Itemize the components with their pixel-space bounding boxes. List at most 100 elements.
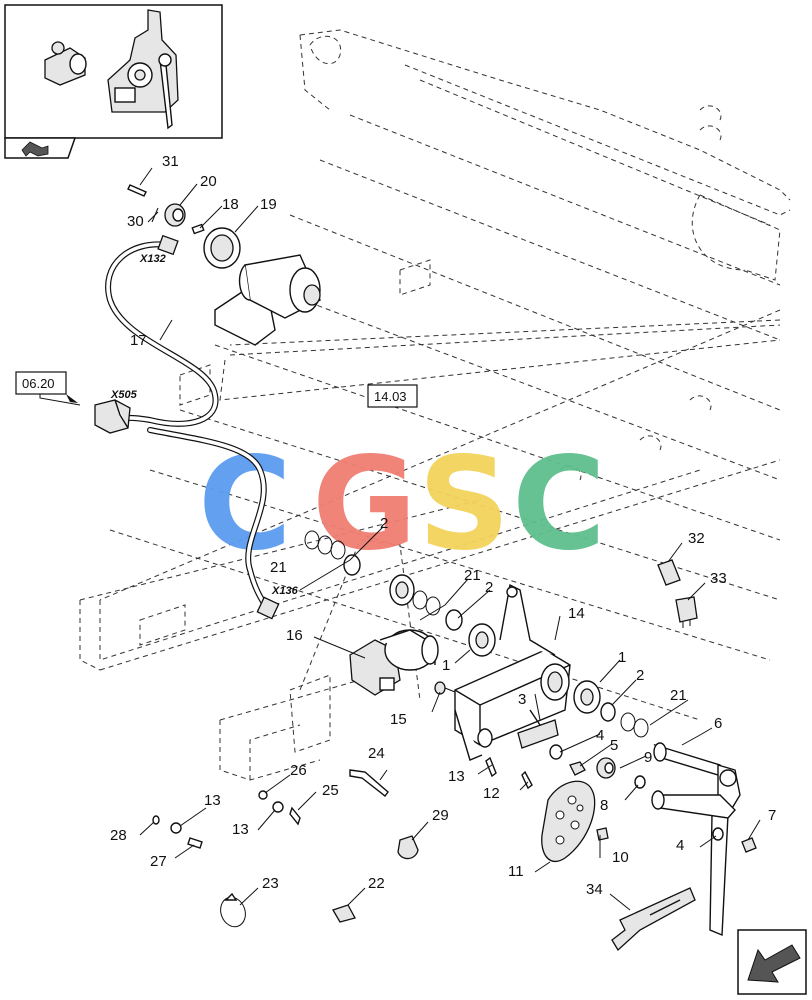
main-housing-14 bbox=[454, 583, 571, 761]
rivet-24 bbox=[349, 769, 389, 797]
nut-7 bbox=[741, 837, 757, 853]
callout-21-middle: 21 bbox=[464, 567, 481, 584]
ring-gauge-19 bbox=[203, 227, 241, 269]
cable-tie-23 bbox=[220, 892, 246, 928]
callout-2-left: 2 bbox=[380, 515, 388, 532]
inset-assembly-drawing bbox=[107, 9, 179, 130]
callout-8: 8 bbox=[600, 797, 608, 814]
bushing-20 bbox=[164, 203, 186, 227]
inset-sensor-drawing bbox=[44, 41, 87, 86]
callout-18: 18 bbox=[222, 196, 239, 213]
connector-x505-plug bbox=[94, 399, 131, 434]
part-callouts: 31 20 30 18 19 17 2 21 21 2 14 16 1 1 2 … bbox=[110, 153, 776, 898]
snap-rings-21-right bbox=[600, 702, 649, 738]
bearing-1-left bbox=[468, 623, 496, 657]
bolt-25 bbox=[289, 806, 301, 826]
callout-21-right: 21 bbox=[670, 687, 687, 704]
callout-25: 25 bbox=[322, 782, 339, 799]
callout-2-right: 2 bbox=[636, 667, 644, 684]
washer-13-lower bbox=[272, 801, 284, 813]
washer-4 bbox=[549, 744, 563, 760]
sensor-disk-11 bbox=[541, 780, 596, 863]
callout-3: 3 bbox=[518, 691, 526, 708]
callout-21-left: 21 bbox=[270, 559, 287, 576]
clamp-22 bbox=[332, 904, 356, 923]
arrow-down-left-icon bbox=[747, 944, 801, 983]
reference-box-1403[interactable]: 14.03 bbox=[367, 384, 418, 408]
watermark-letter-4: C bbox=[512, 430, 606, 579]
callout-31: 31 bbox=[162, 153, 179, 170]
relay-33 bbox=[675, 596, 698, 628]
callout-23: 23 bbox=[262, 875, 279, 892]
relay-32 bbox=[657, 559, 681, 586]
plate-3 bbox=[517, 709, 559, 749]
nut-10 bbox=[596, 827, 609, 841]
snap-rings-21-middle bbox=[412, 590, 463, 631]
callout-12: 12 bbox=[483, 785, 500, 802]
callout-33: 33 bbox=[710, 570, 727, 587]
callout-13-center: 13 bbox=[448, 768, 465, 785]
callout-1-right: 1 bbox=[618, 649, 626, 666]
callout-7: 7 bbox=[768, 807, 776, 824]
bolt-15 bbox=[434, 681, 456, 695]
callout-34: 34 bbox=[586, 881, 603, 898]
plate-34 bbox=[611, 887, 696, 952]
arrow-curve-icon[interactable] bbox=[21, 141, 49, 157]
bolt-27 bbox=[187, 837, 203, 849]
wiring-harness bbox=[94, 234, 280, 620]
callout-5: 5 bbox=[610, 737, 618, 754]
callout-15: 15 bbox=[390, 711, 407, 728]
callout-30: 30 bbox=[127, 213, 144, 230]
screw-12 bbox=[521, 770, 533, 790]
svg-text:06.20: 06.20 bbox=[22, 376, 55, 391]
callout-13-far: 13 bbox=[204, 792, 221, 809]
connector-x136-plug bbox=[256, 596, 280, 620]
callout-10: 10 bbox=[612, 849, 629, 866]
connector-label-x132: X132 bbox=[139, 253, 166, 265]
reference-box-0620[interactable]: 06.20 bbox=[15, 371, 81, 406]
shaft-lever-6 bbox=[651, 742, 741, 937]
callout-14: 14 bbox=[568, 605, 585, 622]
callout-2-middle: 2 bbox=[485, 579, 493, 596]
callout-32: 32 bbox=[688, 530, 705, 547]
inset-thumbnail bbox=[4, 4, 223, 159]
callout-28: 28 bbox=[110, 827, 127, 844]
leader-lines bbox=[139, 167, 761, 911]
connector-label-x136: X136 bbox=[271, 585, 299, 597]
callout-4-lower: 4 bbox=[676, 837, 684, 854]
callout-19: 19 bbox=[260, 196, 277, 213]
callout-17: 17 bbox=[130, 332, 147, 349]
svg-text:14.03: 14.03 bbox=[374, 389, 407, 404]
bushing-9 bbox=[596, 757, 616, 779]
snap-rings-21-left bbox=[304, 530, 361, 576]
callout-16: 16 bbox=[286, 627, 303, 644]
callout-27: 27 bbox=[150, 853, 167, 870]
screw-31 bbox=[127, 184, 147, 197]
callout-29: 29 bbox=[432, 807, 449, 824]
washer-13-far bbox=[170, 822, 182, 834]
washer-28 bbox=[152, 815, 160, 825]
callout-1-left: 1 bbox=[442, 657, 450, 674]
callout-24: 24 bbox=[368, 745, 385, 762]
watermark-letter-2: G bbox=[312, 430, 417, 579]
connector-label-x505: X505 bbox=[110, 389, 138, 401]
bearing-1-right bbox=[573, 680, 601, 714]
sensor-16 bbox=[349, 629, 439, 696]
callout-26: 26 bbox=[290, 762, 307, 779]
gauge-mount-2 bbox=[389, 574, 415, 606]
connector-x132-plug bbox=[157, 234, 179, 256]
callout-13-lower: 13 bbox=[232, 821, 249, 838]
clip-29 bbox=[397, 835, 419, 860]
sensor-bracket-upper bbox=[214, 254, 321, 346]
chassis-frame bbox=[79, 29, 791, 781]
callout-6: 6 bbox=[714, 715, 722, 732]
screw-13-center bbox=[485, 756, 497, 778]
callout-22: 22 bbox=[368, 875, 385, 892]
corner-nav-box[interactable] bbox=[737, 929, 807, 995]
watermark-letter-3: S bbox=[418, 430, 510, 579]
callout-11: 11 bbox=[508, 863, 524, 880]
callout-20: 20 bbox=[200, 173, 217, 190]
callout-4-upper: 4 bbox=[596, 727, 604, 744]
callout-9: 9 bbox=[644, 749, 652, 766]
